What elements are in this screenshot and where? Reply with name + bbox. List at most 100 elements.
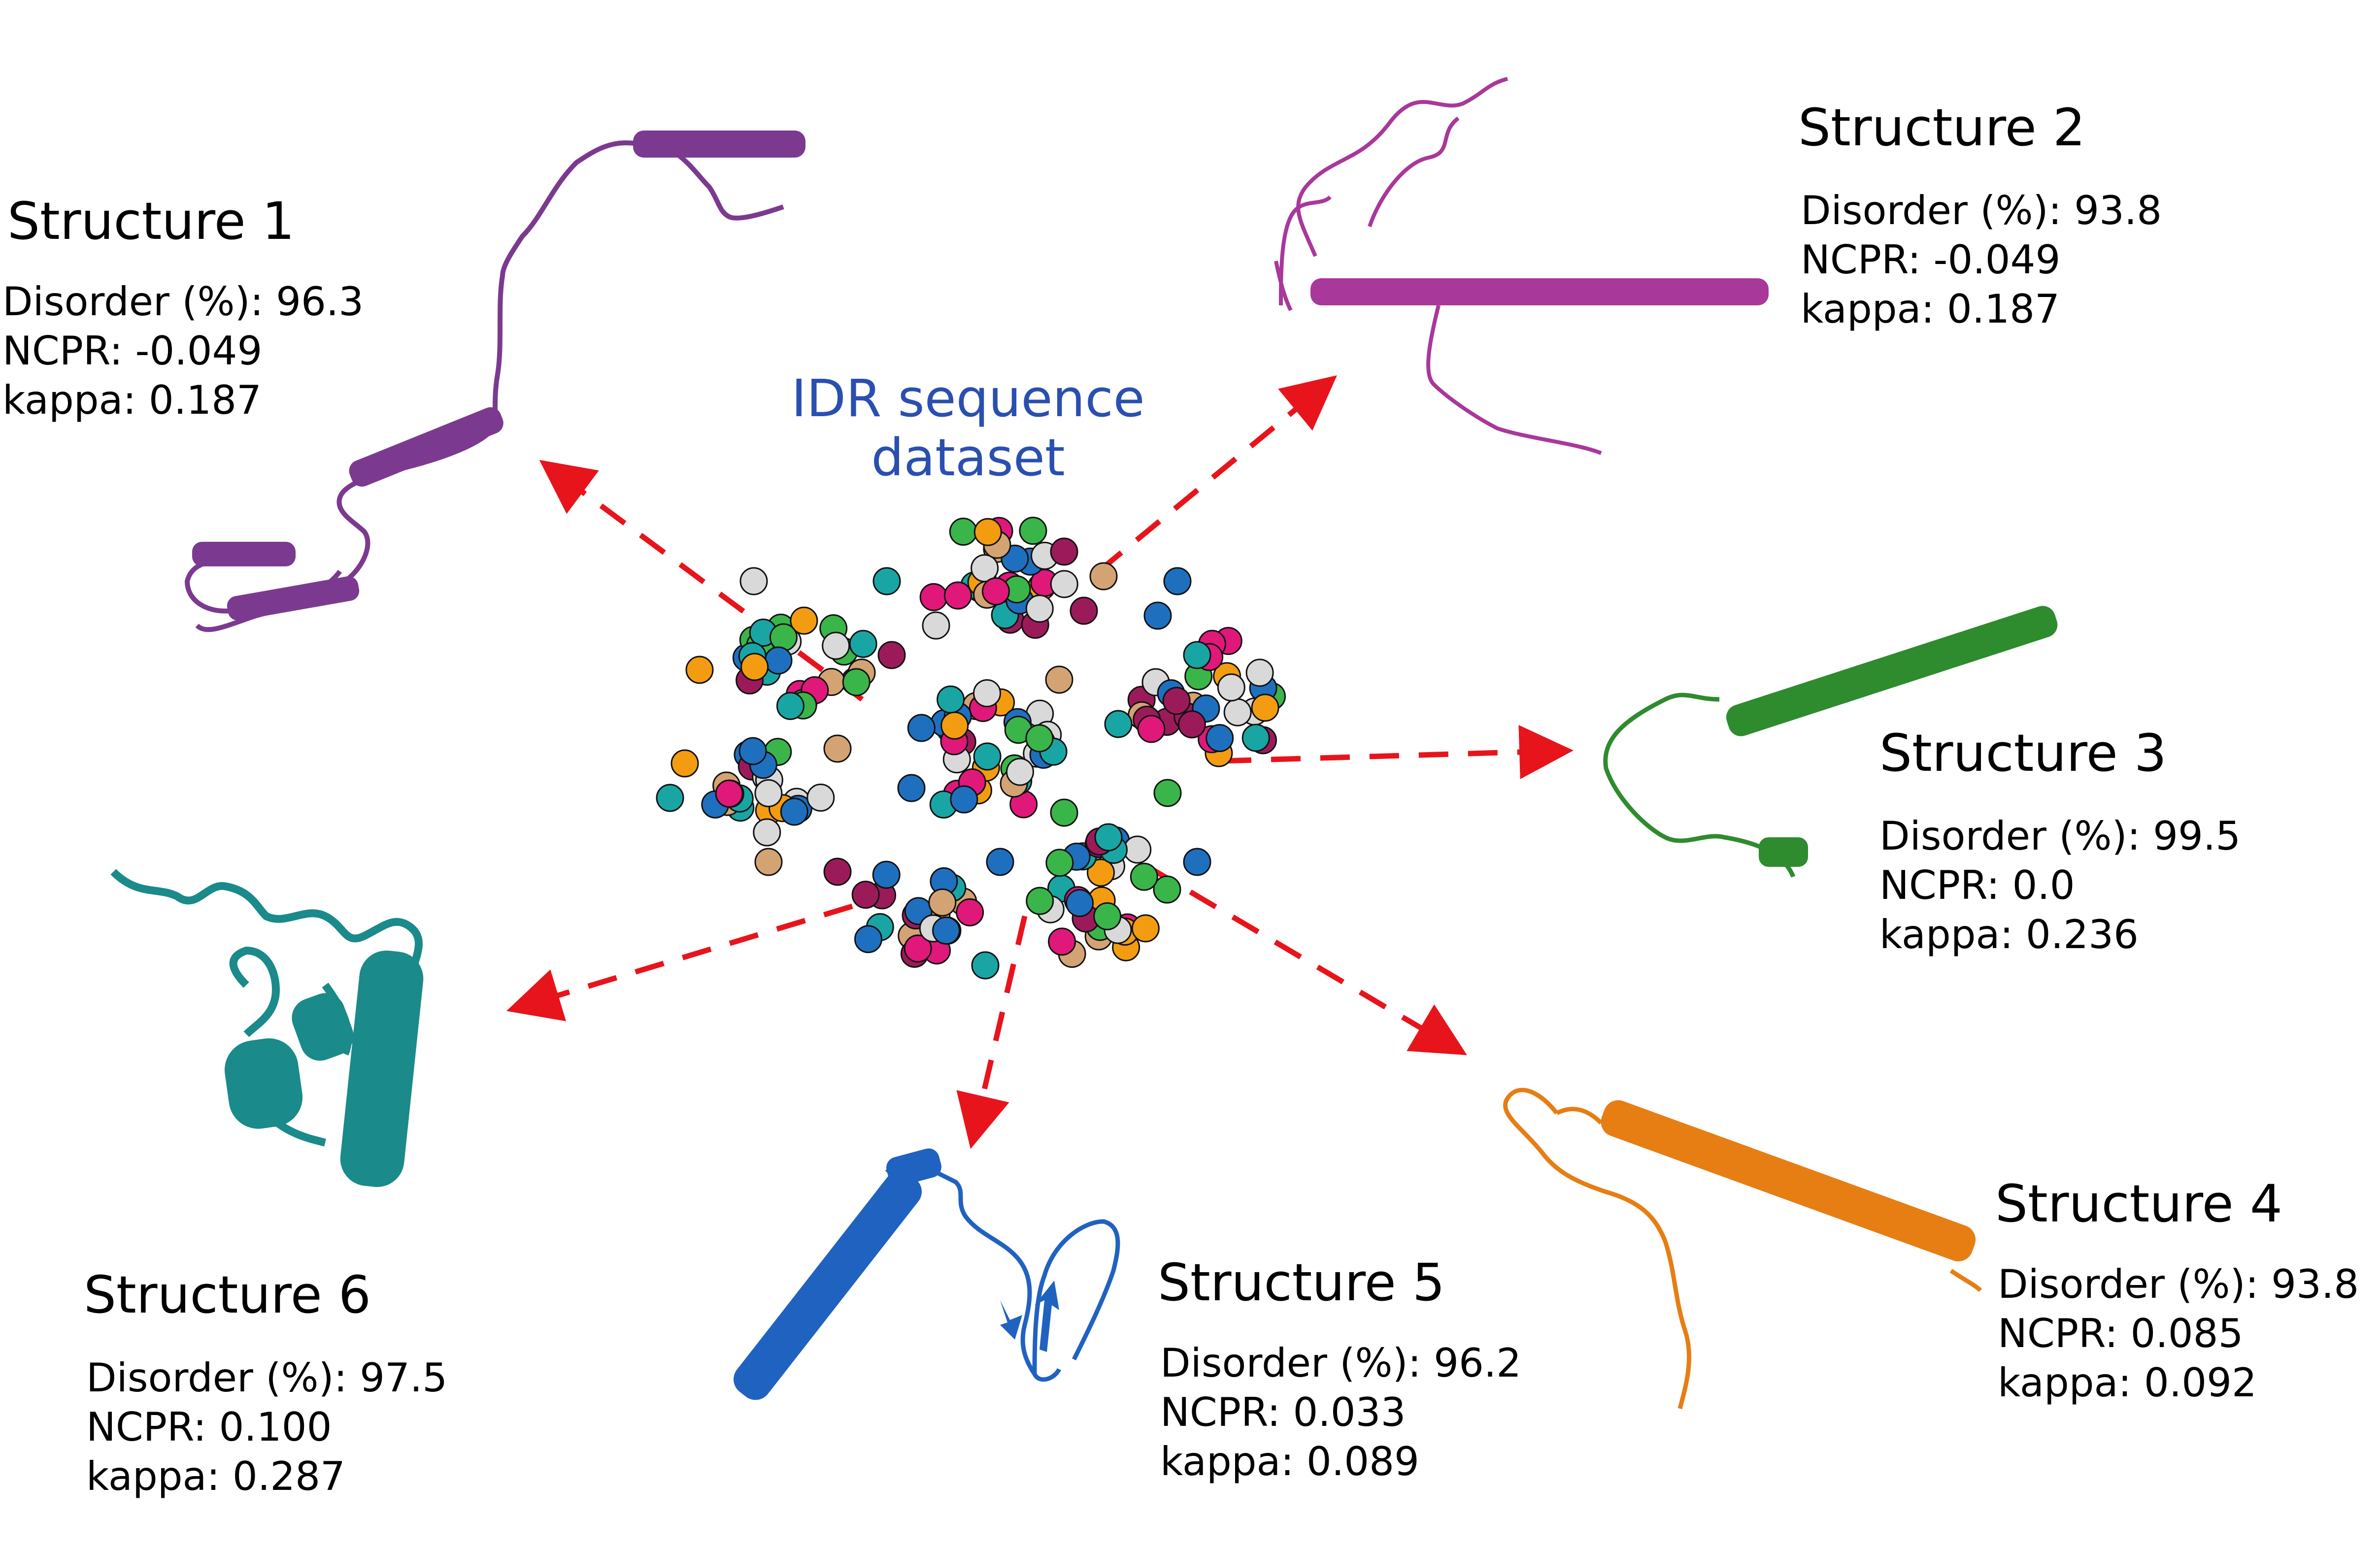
structure-3-helix xyxy=(1726,606,2058,736)
bead-181 xyxy=(1093,902,1122,930)
structure-1-helix-low-b xyxy=(227,576,360,621)
structure-5-sheet-a xyxy=(1000,1300,1022,1340)
bead-73 xyxy=(1137,715,1166,743)
bead-164 xyxy=(1153,875,1181,904)
bead-182 xyxy=(1131,914,1160,943)
structure-3-kappa: kappa: 0.236 xyxy=(1879,912,2139,957)
bead-192 xyxy=(739,567,768,595)
bead-71 xyxy=(1245,659,1274,687)
structure-2-ncpr: NCPR: -0.049 xyxy=(1801,237,2060,283)
structure-2-helix xyxy=(1310,278,1769,305)
bead-202 xyxy=(685,656,714,684)
bead-46 xyxy=(1050,570,1078,598)
bead-148 xyxy=(956,898,984,926)
structure-2-disorder: Disorder (%): 93.8 xyxy=(1801,188,2162,233)
structure-1-model xyxy=(184,131,805,632)
bead-48 xyxy=(973,518,1002,546)
structure-4-ncpr: NCPR: 0.085 xyxy=(1998,1311,2243,1356)
structure-1-title: Structure 1 xyxy=(7,191,295,251)
bead-98 xyxy=(973,679,1002,707)
bead-115 xyxy=(950,785,978,814)
bead-197 xyxy=(1143,601,1172,630)
bead-206 xyxy=(823,857,852,886)
structure-5-helix xyxy=(734,1171,922,1400)
bead-39 xyxy=(1019,517,1047,545)
structure-1-ncpr: NCPR: -0.049 xyxy=(2,328,262,374)
structure-3-disorder: Disorder (%): 99.5 xyxy=(1879,813,2241,859)
bead-79 xyxy=(1206,724,1234,753)
bead-201 xyxy=(823,734,852,763)
structure-1-helix-top xyxy=(633,131,805,158)
bead-216 xyxy=(922,611,950,640)
bead-158 xyxy=(932,916,961,945)
structure-1-disorder: Disorder (%): 96.3 xyxy=(2,279,364,325)
structure-6-title: Structure 6 xyxy=(84,1265,371,1325)
bead-210 xyxy=(1094,823,1123,852)
structure-4-disorder: Disorder (%): 93.8 xyxy=(1998,1261,2359,1307)
bead-112 xyxy=(973,742,1002,771)
arrow-to-structure-6 xyxy=(506,903,853,1021)
bead-51 xyxy=(981,577,1010,606)
structure-6-helix-left xyxy=(224,1038,303,1129)
bead-82 xyxy=(1177,710,1206,739)
bead-124 xyxy=(780,797,808,826)
bead-78 xyxy=(1217,673,1245,702)
structure-3-ncpr: NCPR: 0.0 xyxy=(1879,862,2075,908)
bead-80 xyxy=(1241,724,1270,752)
structure-2-title: Structure 2 xyxy=(1798,98,2085,158)
structure-5-disorder: Disorder (%): 96.2 xyxy=(1160,1340,1521,1386)
bead-114 xyxy=(907,714,936,742)
bead-198 xyxy=(1163,567,1192,595)
bead-193 xyxy=(872,567,901,595)
bead-186 xyxy=(1130,862,1158,891)
structure-2-coil xyxy=(1274,77,1602,455)
structure-4-helix xyxy=(1601,1100,1976,1262)
structure-5-ncpr: NCPR: 0.033 xyxy=(1160,1389,1406,1435)
structure-2-kappa: kappa: 0.187 xyxy=(1801,286,2060,332)
bead-185 xyxy=(1026,887,1054,915)
bead-205 xyxy=(670,749,699,778)
arrow-to-structure-5 xyxy=(956,915,1028,1149)
bead-45 xyxy=(1025,594,1054,623)
structure-5-title: Structure 5 xyxy=(1158,1252,1445,1313)
bead-24 xyxy=(776,692,805,720)
bead-18 xyxy=(764,646,793,675)
bead-209 xyxy=(1050,798,1078,827)
structure-4-model xyxy=(1503,1087,1982,1410)
bead-203 xyxy=(897,774,926,802)
structure-6-disorder: Disorder (%): 97.5 xyxy=(86,1355,447,1401)
bead-187 xyxy=(1066,889,1094,918)
bead-137 xyxy=(715,779,743,808)
structure-6-ncpr: NCPR: 0.100 xyxy=(86,1404,332,1450)
center-title-line-2: dataset xyxy=(871,428,1065,488)
bead-156 xyxy=(904,934,932,963)
structure-3-model xyxy=(1603,606,2058,878)
structure-3-title: Structure 3 xyxy=(1879,723,2167,783)
structure-5-kappa: kappa: 0.089 xyxy=(1160,1439,1419,1484)
bead-81 xyxy=(1251,693,1279,722)
bead-36 xyxy=(949,517,977,546)
structure-3-coil xyxy=(1603,692,1796,878)
bead-194 xyxy=(877,641,906,669)
bead-22 xyxy=(740,653,769,681)
bead-161 xyxy=(872,860,901,889)
structure-6-kappa: kappa: 0.287 xyxy=(86,1453,345,1499)
bead-211 xyxy=(1153,779,1182,807)
structure-4-coil xyxy=(1503,1087,1982,1410)
bead-195 xyxy=(1050,537,1078,566)
arrow-to-structure-1 xyxy=(539,460,864,702)
bead-212 xyxy=(1183,848,1211,876)
structure-1-kappa: kappa: 0.187 xyxy=(2,377,262,423)
bead-83 xyxy=(1162,687,1191,715)
bead-14 xyxy=(842,668,871,696)
bead-117 xyxy=(1025,724,1054,753)
bead-20 xyxy=(822,631,850,660)
structure-6-helix-right xyxy=(340,950,424,1187)
bead-111 xyxy=(937,685,965,714)
structure-1-helix-mid xyxy=(349,407,503,487)
bead-116 xyxy=(940,711,969,740)
structure-6-helix-mid xyxy=(292,993,354,1061)
bead-214 xyxy=(1104,710,1133,738)
bead-208 xyxy=(986,848,1014,876)
bead-74 xyxy=(1223,698,1252,726)
